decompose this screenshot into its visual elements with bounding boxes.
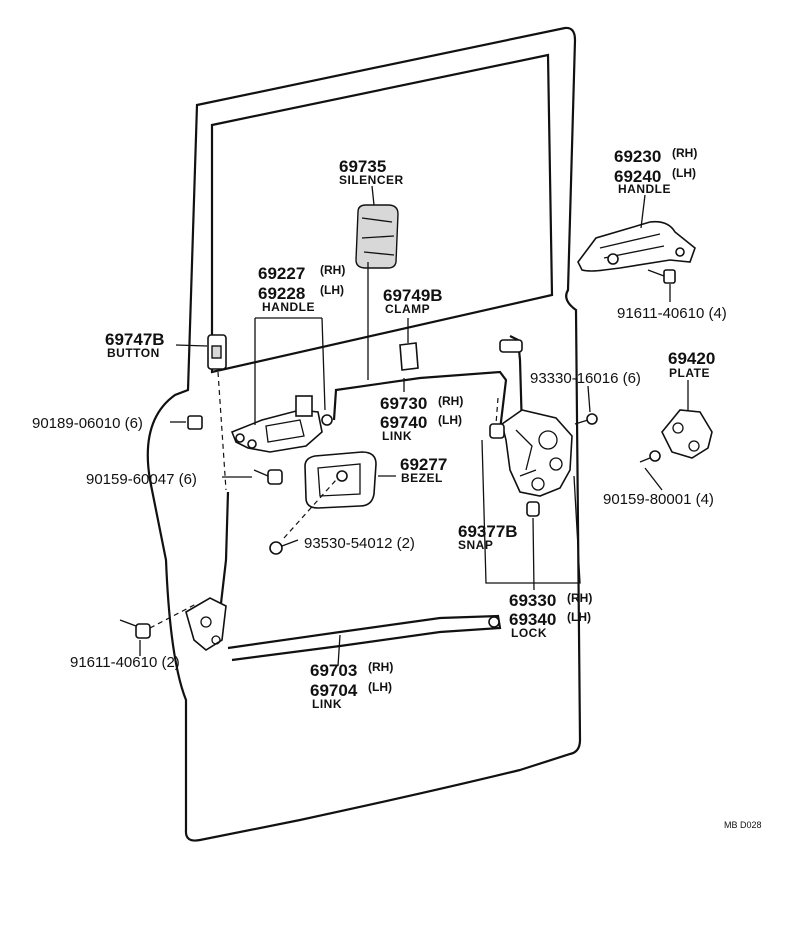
snap-number: 69377B [458,522,518,541]
button-number: 69747B [105,330,165,349]
lower-link-suffix-lh: (LH) [368,680,392,694]
outer-handle-leader [640,194,646,229]
lower-link-part [185,491,502,667]
inner-handle-number-lh: 69228 [258,284,305,303]
label-upper-link: 69730 (RH) 69740 (LH) LINK [380,394,463,443]
diagram-code: MB D028 [724,820,762,830]
label-plate: 69420 PLATE [668,349,715,380]
outer-handle-number-rh: 69230 [614,147,661,166]
bolt-outer-handle [647,269,676,302]
inner-handle-suffix-lh: (LH) [320,283,344,297]
fastener-label: 91611-40610 (2) [70,654,180,671]
inner-handle-name: HANDLE [262,300,315,314]
silencer-part [355,185,399,269]
lock-suffix-lh: (LH) [567,610,591,624]
button-name: BUTTON [107,346,160,360]
lower-link-name: LINK [312,697,342,711]
lock-number-rh: 69330 [509,591,556,610]
upper-link-number-rh: 69730 [380,394,427,413]
snap-name: SNAP [458,538,493,552]
lock-part [481,397,581,591]
outer-handle-name: HANDLE [618,182,671,196]
outer-handle-number-lh: 69240 [614,167,661,186]
upper-link-name: LINK [382,429,412,443]
upper-link-suffix-lh: (LH) [438,413,462,427]
fastener-label: 90159-60047 (6) [86,471,197,488]
inner-handle-part [230,317,333,453]
label-lower-link: 69703 (RH) 69704 (LH) LINK [310,660,393,711]
screw-93530 [269,479,337,555]
silencer-name: SILENCER [339,173,404,187]
inner-handle-number-rh: 69227 [258,264,305,283]
clamp-number: 69749B [383,286,443,305]
label-bezel: 69277 BEZEL [400,455,447,485]
label-outer-handle: 69230 (RH) 69240 (LH) HANDLE [614,146,697,196]
lower-link-number-rh: 69703 [310,661,357,680]
label-silencer: 69735 SILENCER [339,157,404,187]
fastener-label: 93330-16016 (6) [530,370,641,387]
inner-handle-suffix-rh: (RH) [320,263,345,277]
bolt-lower-left [119,603,197,656]
bezel-name: BEZEL [401,471,443,485]
label-snap: 69377B SNAP [458,522,518,552]
lower-link-number-lh: 69704 [310,681,358,700]
door-outline [146,26,582,842]
screw-lock [574,385,598,425]
bezel-part [304,451,396,509]
clamp-part [399,318,419,371]
fastener-label: 90189-06010 (6) [32,415,143,432]
screw-90159-60047 [222,469,283,485]
plate-name: PLATE [669,366,710,380]
lock-suffix-rh: (RH) [567,591,592,605]
screw-90189 [170,415,203,430]
lock-name: LOCK [511,626,547,640]
outer-handle-part [577,194,696,272]
plate-number: 69420 [668,349,715,368]
plate-part [639,380,713,491]
lock-number-lh: 69340 [509,610,556,629]
bezel-number: 69277 [400,455,447,474]
fastener-label: 93530-54012 (2) [304,535,415,552]
lower-link-suffix-rh: (RH) [368,660,393,674]
button-part [175,334,227,491]
outer-handle-suffix-rh: (RH) [672,146,697,160]
fastener-label: 91611-40610 (4) [617,305,727,322]
clamp-name: CLAMP [385,302,430,316]
label-button: 69747B BUTTON [105,330,165,360]
upper-link-rod [332,262,524,431]
upper-link-suffix-rh: (RH) [438,394,463,408]
label-lock: 69330 (RH) 69340 (LH) LOCK [509,591,592,640]
outer-handle-suffix-lh: (LH) [672,166,696,180]
upper-link-number-lh: 69740 [380,413,427,432]
label-inner-handle: 69227 (RH) 69228 (LH) HANDLE [258,263,345,314]
label-clamp: 69749B CLAMP [383,286,443,316]
fastener-label: 90159-80001 (4) [603,491,714,508]
silencer-leader [371,185,375,206]
silencer-number: 69735 [339,157,386,176]
